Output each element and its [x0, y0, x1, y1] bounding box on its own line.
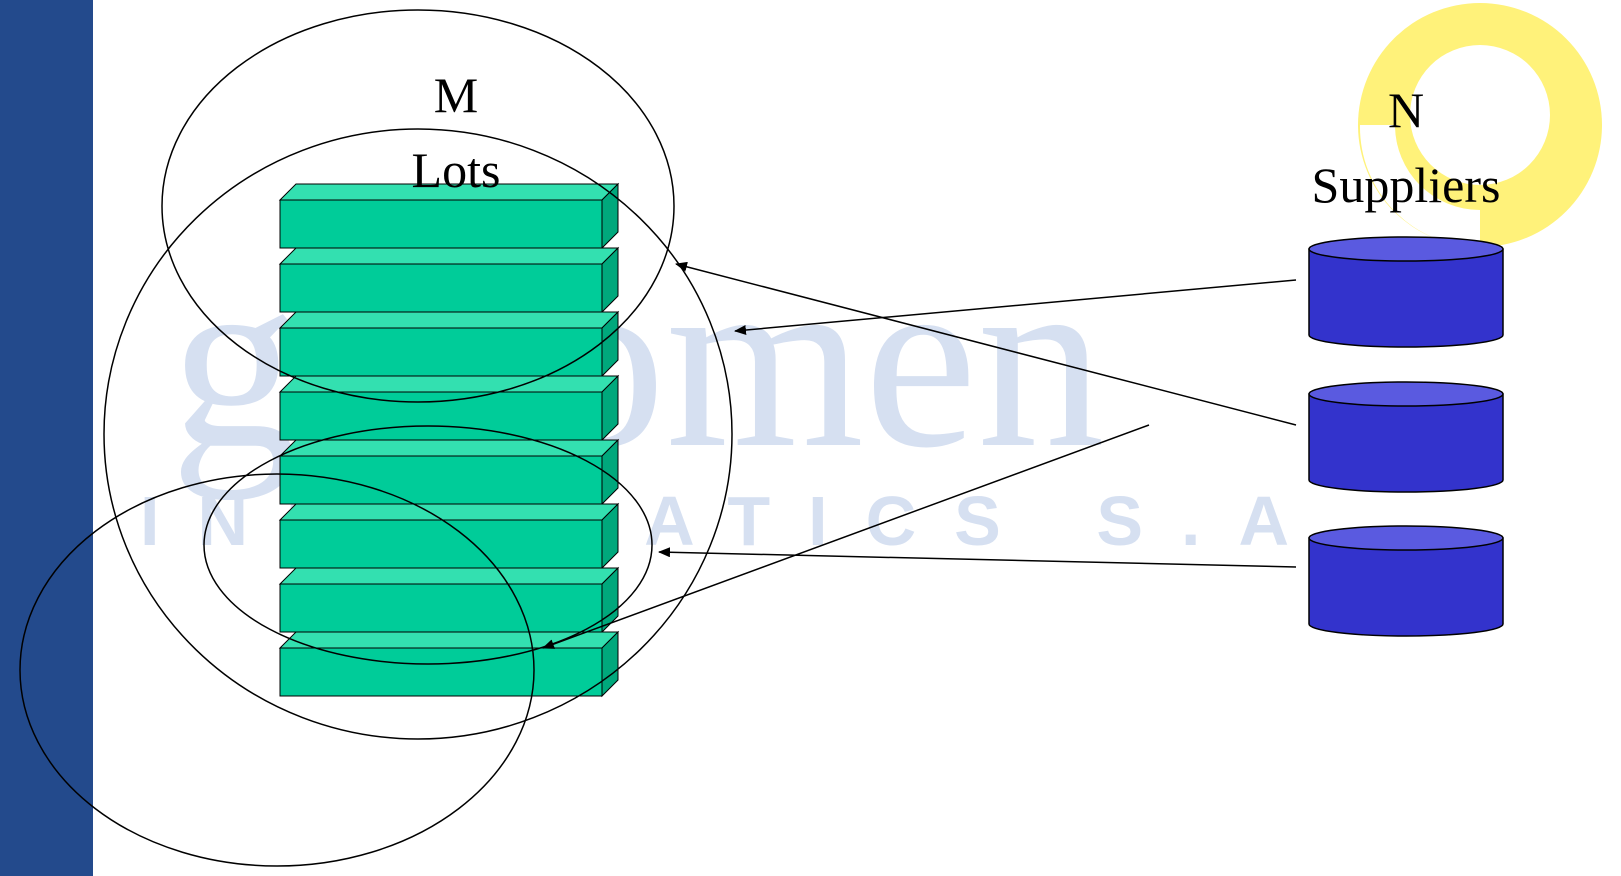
lots-label-line1: M	[434, 67, 478, 123]
suppliers-group	[1308, 236, 1504, 637]
arrow-supplier-1-to-large-group	[734, 279, 1297, 335]
lot-bar-icon	[278, 566, 620, 634]
lot-group-ellipse-large	[103, 128, 733, 740]
suppliers-label-line2: Suppliers	[1312, 157, 1501, 213]
arrow-supplier-3-to-middle-group	[658, 547, 1297, 568]
lot-bar-icon	[278, 630, 620, 698]
suppliers-label-line1: N	[1388, 82, 1424, 138]
left-side-bar	[0, 0, 93, 876]
arrow-supplier-2-to-top-group	[675, 261, 1297, 426]
lots-label-line2: Lots	[412, 142, 501, 198]
lot-group-ellipse-bottom-left	[19, 473, 535, 867]
database-cylinder-icon	[1308, 381, 1504, 493]
lot-group-ellipse-middle	[203, 425, 653, 665]
lot-bar-icon	[278, 502, 620, 570]
lot-bar-icon	[278, 374, 620, 442]
lots-stack	[278, 182, 620, 698]
database-cylinder-icon	[1308, 236, 1504, 348]
lot-bar-icon	[278, 246, 620, 314]
arrow-to-bottom-lot	[542, 424, 1150, 649]
lot-bar-icon	[278, 438, 620, 506]
ring-logo-icon	[1358, 3, 1602, 248]
lot-bar-icon	[278, 310, 620, 378]
lot-group-ellipse-top	[161, 9, 675, 403]
database-cylinder-icon	[1308, 525, 1504, 637]
